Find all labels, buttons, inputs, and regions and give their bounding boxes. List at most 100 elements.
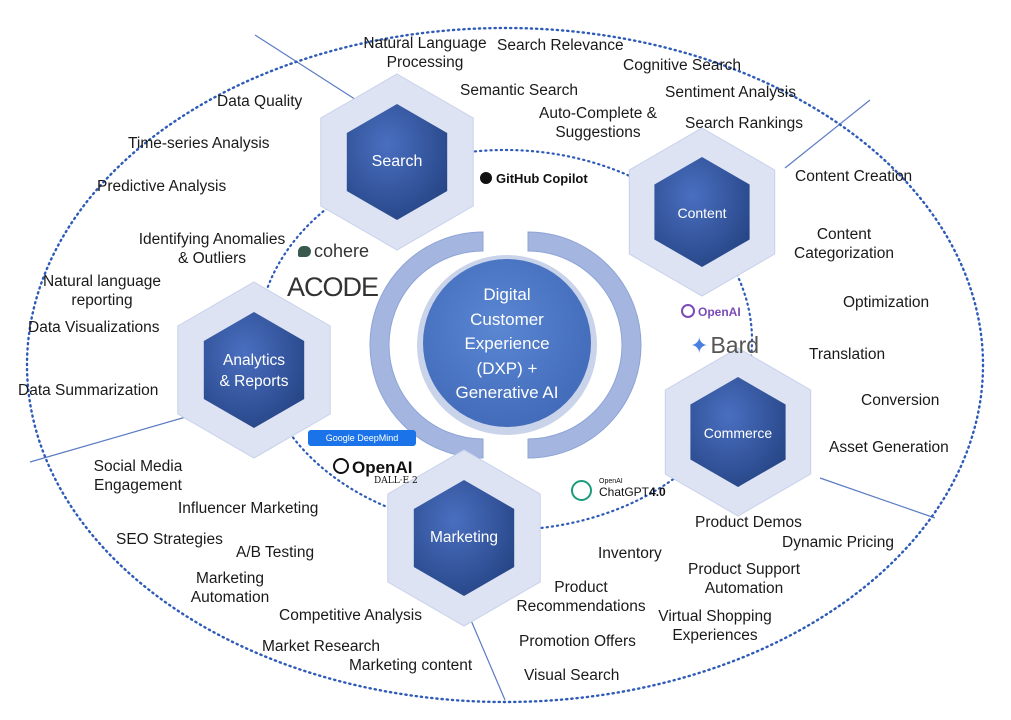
label-nl-reporting: Natural language reporting <box>34 272 170 310</box>
label-product-support-1: Product Support <box>687 561 800 578</box>
spoke-commerce <box>819 477 936 519</box>
hub-inner-hex-content <box>654 157 750 267</box>
center-title: Digital Customer Experience (DXP) + Gene… <box>427 283 587 406</box>
label-influencer-marketing: Influencer Marketing <box>178 500 319 517</box>
label-asset-generation: Asset Generation <box>829 439 949 456</box>
label-inventory: Inventory <box>598 545 662 562</box>
label-product-recommendations: Product Recommendations <box>508 578 654 616</box>
label-nlp-1: Natural Language <box>363 35 487 52</box>
openai-right-logo: OpenAI <box>681 304 741 319</box>
acode-logo: ACODE <box>287 272 379 303</box>
hub-label-analytics-1: Analytics <box>222 352 286 369</box>
label-dynamic-pricing: Dynamic Pricing <box>782 534 894 551</box>
label-ab-testing: A/B Testing <box>236 544 315 561</box>
label-conversion: Conversion <box>861 392 940 409</box>
outer-dotted-ring <box>25 26 985 704</box>
label-sentiment-analysis: Sentiment Analysis <box>665 84 796 101</box>
dalle-logo: DALL·E 2 <box>374 476 418 486</box>
label-nlp: Natural Language Processing <box>357 34 493 72</box>
chatgpt-version: 4.0 <box>649 485 666 499</box>
spoke-marketing <box>469 617 506 701</box>
label-product-support-2: Automation <box>704 580 784 597</box>
label-autocomplete-2: Suggestions <box>555 124 641 141</box>
chatgpt-top-text: OpenAI <box>599 478 623 485</box>
openai-right-text: OpenAI <box>698 305 741 319</box>
openai-left-text: OpenAI <box>352 458 413 477</box>
openai-left-icon <box>333 458 349 474</box>
bard-logo: ✦Bard <box>690 332 759 359</box>
label-marketing-automation-2: Automation <box>190 589 270 606</box>
chatgpt-name: ChatGPT4.0 <box>599 485 666 499</box>
label-search-relevance: Search Relevance <box>497 37 624 54</box>
hub-label-content: Content <box>677 205 727 221</box>
label-anomalies-1: Identifying Anomalies <box>138 231 286 248</box>
label-visual-search: Visual Search <box>524 667 620 684</box>
hub-label-commerce: Commerce <box>703 425 773 441</box>
bard-text: Bard <box>710 332 760 358</box>
hub-inner-hex-analytics <box>203 312 305 428</box>
label-cognitive-search: Cognitive Search <box>623 57 742 74</box>
label-nl-reporting-2: reporting <box>71 292 133 309</box>
center-arc-right <box>527 231 642 459</box>
label-data-summarization: Data Summarization <box>18 382 159 399</box>
hub-inner-hex-search <box>346 104 448 220</box>
label-marketing-content: Marketing content <box>349 657 473 674</box>
openai-left-logo: OpenAI <box>333 458 412 478</box>
hub-inner-hex-marketing <box>413 480 515 596</box>
spoke-content <box>784 99 871 169</box>
label-market-research: Market Research <box>262 638 381 655</box>
label-autocomplete: Auto-Complete & Suggestions <box>530 104 666 142</box>
label-search-rankings: Search Rankings <box>685 115 804 132</box>
label-content-categorization-2: Categorization <box>794 245 894 262</box>
label-product-support: Product Support Automation <box>676 560 812 598</box>
cohere-logo: cohere <box>298 241 369 262</box>
label-product-recommendations-2: Recommendations <box>516 598 646 615</box>
spoke-analytics <box>29 409 211 463</box>
label-optimization: Optimization <box>843 294 930 311</box>
label-translation: Translation <box>809 346 886 363</box>
center-line-3: Experience <box>464 334 550 353</box>
google-deepmind-logo: Google DeepMind <box>308 430 416 446</box>
label-anomalies: Identifying Anomalies & Outliers <box>128 230 296 268</box>
chatgpt-icon <box>571 480 592 501</box>
label-seo-strategies: SEO Strategies <box>116 531 223 548</box>
bard-icon: ✦ <box>690 333 709 358</box>
center-arc-left <box>369 231 484 459</box>
hub-inner-hex-commerce <box>690 377 786 487</box>
center-circle <box>423 259 591 427</box>
label-virtual-shopping-1: Virtual Shopping <box>658 608 772 625</box>
label-content-categorization-1: Content <box>816 226 872 243</box>
hub-label-analytics: Analytics & Reports <box>204 350 304 392</box>
center-line-5: Generative AI <box>455 383 559 402</box>
hub-hexagons <box>177 73 812 627</box>
label-product-demos: Product Demos <box>695 514 802 531</box>
cohere-icon <box>298 246 311 257</box>
label-virtual-shopping-2: Experiences <box>672 627 758 644</box>
acode-text: ACODE <box>287 272 379 302</box>
hub-label-analytics-2: & Reports <box>219 373 289 390</box>
center-line-1: Digital <box>483 285 531 304</box>
label-semantic-search: Semantic Search <box>460 82 579 99</box>
github-copilot-logo: GitHub Copilot <box>480 171 588 186</box>
label-data-visualizations: Data Visualizations <box>28 319 160 336</box>
label-time-series: Time-series Analysis <box>128 135 270 152</box>
label-content-categorization: Content Categorization <box>780 225 908 263</box>
label-autocomplete-1: Auto-Complete & <box>538 105 658 122</box>
dalle-text: DALL·E 2 <box>374 476 418 486</box>
center-line-4: (DXP) + <box>476 358 538 378</box>
label-virtual-shopping: Virtual Shopping Experiences <box>650 607 780 645</box>
google-deepmind-text: Google DeepMind <box>325 433 399 443</box>
hub-label-search: Search <box>371 153 423 170</box>
cohere-text: cohere <box>314 241 370 261</box>
label-promotion-offers: Promotion Offers <box>519 633 636 650</box>
label-marketing-automation-1: Marketing <box>195 570 265 587</box>
label-anomalies-2: & Outliers <box>177 250 247 267</box>
label-nl-reporting-1: Natural language <box>42 273 162 290</box>
label-social-media-1: Social Media <box>93 458 183 475</box>
label-social-media-2: Engagement <box>94 477 182 494</box>
github-icon <box>480 172 492 184</box>
label-marketing-automation: Marketing Automation <box>172 569 288 607</box>
chatgpt-text: ChatGPT <box>599 485 650 499</box>
label-predictive: Predictive Analysis <box>97 178 227 195</box>
